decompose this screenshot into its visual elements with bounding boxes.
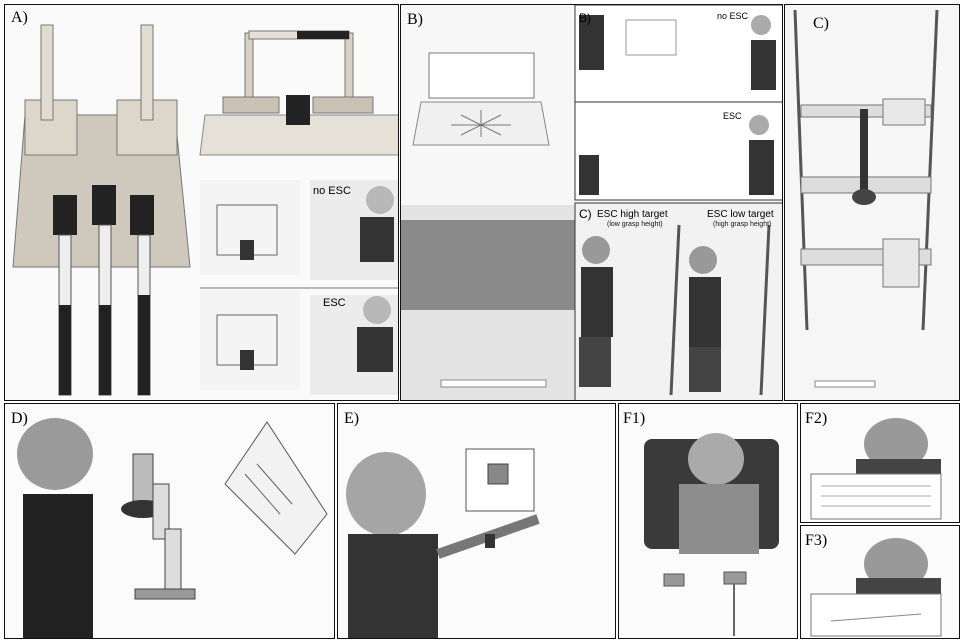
esc-high-target-label: ESC high target bbox=[597, 209, 668, 220]
panel-d-label: D) bbox=[11, 410, 28, 427]
panel-b-photo bbox=[401, 5, 782, 400]
panel-b-c-inset-label: C) bbox=[579, 207, 592, 221]
panel-b-label: B) bbox=[407, 11, 423, 28]
panel-b-inset-label: B) bbox=[579, 11, 591, 25]
panel-d-photo bbox=[17, 418, 328, 638]
panel-c-photo bbox=[793, 9, 939, 388]
panel-d: D) bbox=[4, 403, 335, 639]
panel-f3-photo bbox=[810, 538, 942, 637]
panel-c-label: C) bbox=[813, 15, 829, 32]
panel-f3: F3) bbox=[800, 525, 960, 639]
panel-e: E) bbox=[337, 403, 616, 639]
panel-f1-label: F1) bbox=[623, 410, 646, 427]
panel-b: B) B) no ESC ESC C) E bbox=[400, 4, 783, 401]
panel-a-esc-label: ESC bbox=[323, 297, 346, 309]
panel-f2: F2) bbox=[800, 403, 960, 523]
esc-low-target-sub: (high grasp height) bbox=[713, 221, 772, 228]
panel-f1-photo bbox=[644, 433, 779, 636]
panel-a-photo bbox=[12, 24, 398, 396]
panel-f2-label: F2) bbox=[805, 410, 828, 427]
panel-a-label: A) bbox=[11, 9, 28, 26]
panel-f3-label: F3) bbox=[805, 532, 828, 549]
panel-f1: F1) bbox=[618, 403, 798, 639]
esc-high-target-sub: (low grasp height) bbox=[607, 221, 663, 228]
panel-e-label: E) bbox=[344, 410, 360, 427]
panel-a: A) bbox=[4, 4, 399, 401]
panel-e-photo bbox=[346, 448, 540, 638]
panel-b-no-esc-label: no ESC bbox=[717, 11, 749, 21]
panel-c: C) bbox=[784, 4, 960, 401]
panel-b-esc-label: ESC bbox=[723, 111, 742, 121]
panel-f2-photo bbox=[810, 418, 942, 520]
esc-low-target-label: ESC low target bbox=[707, 209, 774, 220]
panel-a-no-esc-label: no ESC bbox=[313, 185, 351, 197]
